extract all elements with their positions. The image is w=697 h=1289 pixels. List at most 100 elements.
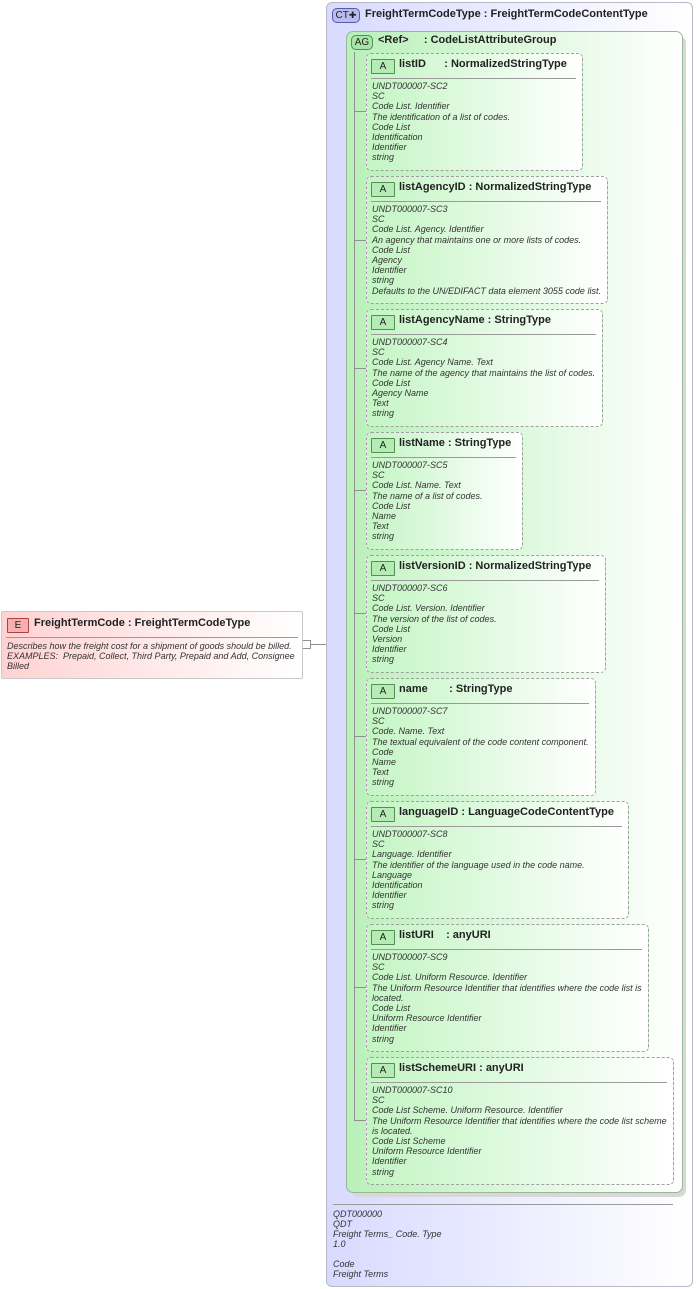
attribute-badge: A bbox=[371, 438, 395, 453]
attribute-separator bbox=[371, 334, 596, 335]
attribute-separator bbox=[371, 457, 516, 458]
attribute-doc-line: string bbox=[372, 1166, 395, 1177]
attribute-separator bbox=[371, 580, 599, 581]
element-doc-line: EXAMPLES: Prepaid, Collect, Third Party,… bbox=[7, 651, 298, 671]
attribute-doc-line: Code List Scheme. Uniform Resource. Iden… bbox=[372, 1105, 563, 1116]
attribute-type: StringType bbox=[494, 314, 552, 326]
attribute-doc-line: string bbox=[372, 654, 395, 665]
attribute-doc-line: Code bbox=[372, 746, 394, 757]
attribute-type: anyURI bbox=[452, 929, 491, 941]
complex-type-doc-line: Freight Terms_ Code. Type bbox=[333, 1229, 442, 1239]
attribute-badge: A bbox=[371, 182, 395, 197]
attribute-doc-line: UNDT000007-SC6 bbox=[372, 583, 448, 593]
attribute-documentation: UNDT000007-SC9 SC Code List. Uniform Res… bbox=[372, 952, 644, 1044]
attribute-badge: A bbox=[371, 315, 395, 330]
attribute-doc-line: UNDT000007-SC2 bbox=[372, 81, 448, 91]
attribute-doc-line: Name bbox=[372, 757, 397, 768]
attribute-doc-line: SC bbox=[372, 470, 385, 481]
attribute-badge: A bbox=[371, 684, 395, 699]
attribute-doc-line: Code List. Version. Identifier bbox=[372, 603, 485, 614]
attribute-doc-line: UNDT000007-SC4 bbox=[372, 337, 448, 347]
attribute-group-title: <Ref> : CodeListAttributeGroup bbox=[378, 34, 557, 46]
attribute-badge: A bbox=[371, 1063, 395, 1078]
attribute-doc-line: Code List. Agency Name. Text bbox=[372, 357, 493, 368]
attribute-badge: A bbox=[371, 930, 395, 945]
attribute-badge: A bbox=[371, 561, 395, 576]
attribute-type: NormalizedStringType bbox=[450, 58, 567, 70]
attribute-doc-line: Code List bbox=[372, 623, 411, 634]
complex-type-name: FreightTermCodeType bbox=[365, 8, 481, 20]
attribute-node[interactable]: A listAgencyName : StringType UNDT000007… bbox=[366, 309, 603, 427]
attribute-badge: A bbox=[371, 59, 395, 74]
attribute-doc-line: SC bbox=[372, 347, 385, 358]
attribute-connector bbox=[354, 490, 366, 491]
attribute-doc-line: Language bbox=[372, 869, 413, 880]
attribute-node[interactable]: A listID : NormalizedStringType UNDT0000… bbox=[366, 53, 583, 171]
attribute-connector bbox=[354, 736, 366, 737]
attribute-doc-line: UNDT000007-SC7 bbox=[372, 706, 448, 716]
attribute-title: listName : StringType bbox=[399, 437, 512, 449]
attribute-spine-line bbox=[354, 52, 355, 1121]
attribute-doc-line: Code List bbox=[372, 1003, 411, 1014]
attribute-doc-line: The identifier of the language used in t… bbox=[372, 859, 585, 870]
attribute-doc-line: Identifier bbox=[372, 1023, 407, 1034]
element-name: FreightTermCode bbox=[34, 617, 125, 629]
attribute-doc-line: Code List bbox=[372, 500, 411, 511]
complex-type-badge-label: CT bbox=[335, 10, 349, 21]
complex-type-doc-line bbox=[333, 1249, 442, 1259]
element-separator bbox=[6, 637, 298, 638]
attribute-doc-line: string bbox=[372, 531, 395, 542]
attribute-doc-line: SC bbox=[372, 716, 385, 727]
attribute-node[interactable]: A listSchemeURI : anyURI UNDT000007-SC10… bbox=[366, 1057, 674, 1185]
attribute-type: NormalizedStringType bbox=[475, 560, 592, 572]
attribute-node[interactable]: A listAgencyID : NormalizedStringType UN… bbox=[366, 176, 608, 304]
attribute-doc-line: Language. Identifier bbox=[372, 849, 452, 860]
attribute-doc-line: Code List. Name. Text bbox=[372, 480, 461, 491]
element-node[interactable]: E FreightTermCode : FreightTermCodeType … bbox=[1, 611, 303, 679]
attribute-connector bbox=[354, 859, 366, 860]
complex-type-title: FreightTermCodeType : FreightTermCodeCon… bbox=[365, 8, 648, 20]
attribute-separator bbox=[371, 949, 642, 950]
attribute-node[interactable]: A listVersionID : NormalizedStringType U… bbox=[366, 555, 606, 673]
attribute-doc-line: Identification bbox=[372, 132, 423, 143]
attribute-doc-line: Uniform Resource Identifier bbox=[372, 1013, 482, 1024]
attribute-doc-line: string bbox=[372, 777, 395, 788]
attribute-doc-line: SC bbox=[372, 593, 385, 604]
complex-type-separator bbox=[333, 1204, 673, 1205]
attribute-separator bbox=[371, 826, 622, 827]
attribute-doc-line: Identifier bbox=[372, 142, 407, 153]
attribute-doc-line: The version of the list of codes. bbox=[372, 613, 497, 624]
attribute-node[interactable]: A languageID : LanguageCodeContentType U… bbox=[366, 801, 629, 919]
attribute-name: languageID bbox=[399, 806, 459, 818]
attribute-doc-line: Identifier bbox=[372, 644, 407, 655]
attribute-doc-line: string bbox=[372, 1033, 395, 1044]
attribute-doc-line: Name bbox=[372, 511, 397, 522]
attribute-title: listURI : anyURI bbox=[399, 929, 491, 941]
attribute-badge: A bbox=[371, 807, 395, 822]
attribute-documentation: UNDT000007-SC7 SC Code. Name. Text The t… bbox=[372, 706, 591, 788]
complex-type-doc-line: QDT bbox=[333, 1219, 352, 1229]
attribute-node[interactable]: A listURI : anyURI UNDT000007-SC9 SC Cod… bbox=[366, 924, 649, 1052]
attribute-doc-line: Code List bbox=[372, 121, 411, 132]
attribute-connector bbox=[354, 368, 366, 369]
attribute-doc-line: Uniform Resource Identifier bbox=[372, 1146, 482, 1157]
element-documentation: Describes how the freight cost for a shi… bbox=[7, 641, 299, 671]
attribute-connector bbox=[354, 240, 366, 241]
attribute-doc-line: SC bbox=[372, 962, 385, 973]
attribute-connector bbox=[354, 987, 366, 988]
attribute-node[interactable]: A name : StringType UNDT000007-SC7 SC Co… bbox=[366, 678, 596, 796]
attribute-node[interactable]: A listName : StringType UNDT000007-SC5 S… bbox=[366, 432, 523, 550]
attribute-group-badge: AG bbox=[351, 35, 373, 50]
attribute-name: listURI bbox=[399, 929, 434, 941]
attribute-type: anyURI bbox=[485, 1062, 524, 1074]
attribute-title: listAgencyID : NormalizedStringType bbox=[399, 181, 592, 193]
attribute-title: listSchemeURI : anyURI bbox=[399, 1062, 524, 1074]
attribute-name: listSchemeURI bbox=[399, 1062, 477, 1074]
attribute-type: StringType bbox=[455, 683, 513, 695]
attribute-doc-line: The identification of a list of codes. bbox=[372, 111, 511, 122]
complex-type-doc-line: Code bbox=[333, 1259, 355, 1269]
attribute-name: listID bbox=[399, 58, 426, 70]
attribute-doc-line: Version bbox=[372, 634, 403, 645]
complex-type-documentation: QDT000000 QDT Freight Terms_ Code. Type … bbox=[333, 1209, 442, 1279]
attribute-documentation: UNDT000007-SC4 SC Code List. Agency Name… bbox=[372, 337, 598, 419]
